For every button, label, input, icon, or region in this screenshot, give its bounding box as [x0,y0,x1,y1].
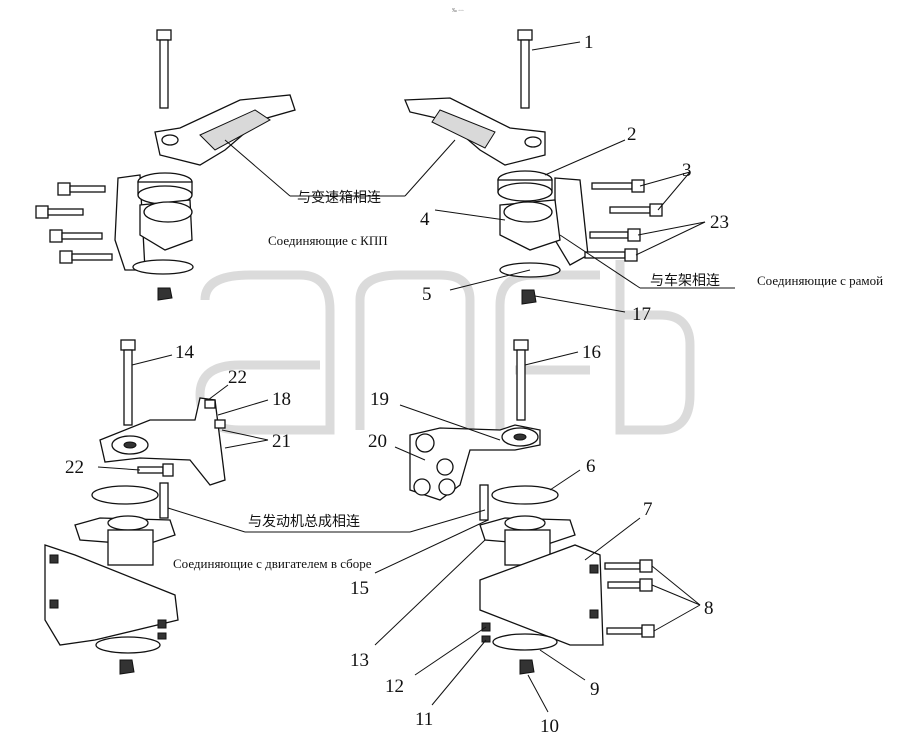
callout-13: 13 [350,650,369,671]
gearbox-bracket-left [154,94,296,166]
bolts-right-engine [604,559,655,638]
callout-20: 20 [368,431,387,452]
callout-10: 10 [540,716,559,737]
callout-9: 9 [590,679,600,700]
callout-1: 1 [584,32,594,53]
callout-8: 8 [704,598,714,619]
text-labels: 与变速箱相连 Соединяющие с КПП 与车架相连 Соединяющ… [173,190,883,571]
label-cn-gearbox: 与变速箱相连 [297,190,381,206]
engine-mount-right [479,484,604,675]
label-ru-engine: Соединяющие с двигателем в сборе [173,556,372,571]
callout-22-bottom: 22 [65,457,84,478]
callout-15: 15 [350,578,369,599]
callout-2: 2 [627,124,637,145]
label-ru-gearbox: Соединяющие с КПП [268,233,388,248]
gearbox-mount-left [114,172,194,301]
leader-lines [97,41,735,713]
callout-6: 6 [586,456,596,477]
label-ru-frame: Соединяющие с рамой [757,273,883,288]
callout-11: 11 [415,709,433,730]
bolts-left-gearbox [35,182,113,264]
callout-18: 18 [272,389,291,410]
engine-mount-left [44,482,179,675]
watermark-logo [195,260,695,435]
callout-3: 3 [682,160,692,181]
callout-4: 4 [420,209,430,230]
bolts-right-frame [584,179,663,262]
callout-16: 16 [582,342,601,363]
bolt-middle-left [120,339,136,426]
label-cn-frame: 与车架相连 [650,272,720,289]
engine-bracket-right [409,424,541,501]
label-cn-engine: 与发动机总成相连 [248,514,360,530]
gearbox-bracket-right [404,97,546,166]
callout-17: 17 [632,304,651,325]
bolt-top-left [156,29,172,109]
frame-mount-right [497,170,589,305]
callout-21: 21 [272,431,291,452]
callout-12: 12 [385,676,404,697]
callout-19: 19 [370,389,389,410]
callout-14: 14 [175,342,195,363]
callout-22-top: 22 [228,367,247,388]
header-mark: ‰ ◦◦◦ [452,8,464,14]
callout-23: 23 [710,212,729,233]
callout-7: 7 [643,499,653,520]
bolt-middle-right [513,339,529,421]
engine-bracket-left [99,397,226,486]
callout-numbers: 1 2 3 23 4 5 17 14 16 22 18 21 19 20 22 … [65,32,729,737]
callout-5: 5 [422,284,432,305]
bolt-top-right [517,29,533,109]
